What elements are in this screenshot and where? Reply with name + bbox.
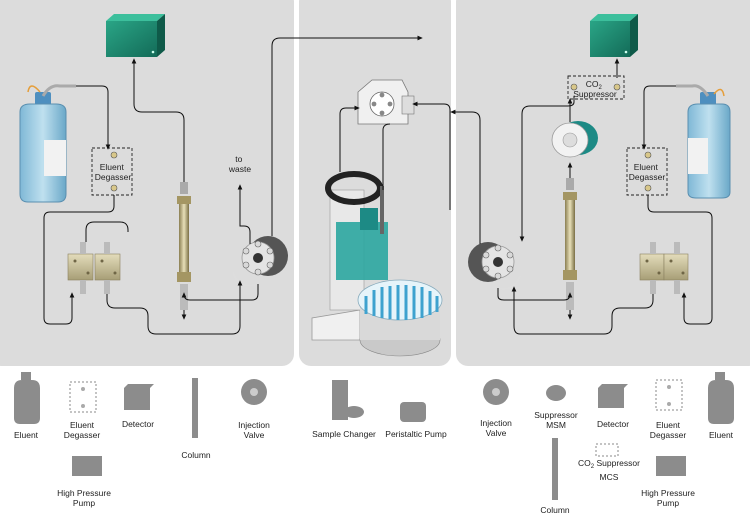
injection-valve-left [232,236,288,287]
legend-detector-right: Detector [596,419,630,429]
legend-co2-suppressor-icon [595,443,619,457]
legend-column-right: Column [540,505,570,515]
sample-changer [311,171,443,357]
legend-suppressor-msm-icon [546,385,566,401]
legend-column-icon-left [192,378,198,438]
legend-eluent-icon-right [708,380,734,424]
co2-suppressor-label: CO2 Suppressor [573,79,617,99]
legend-column-icon-right [552,438,558,500]
eluent-bottle-left [19,84,76,203]
legend-sample-changer: Sample Changer [312,429,376,439]
legend-detector-icon-right [598,384,628,388]
left-flow-lines [43,35,423,335]
legend-degasser-icon-left [69,381,97,413]
high-pressure-pump-right [639,242,689,294]
legend-hp-pump-icon-right [656,456,686,476]
legend-degasser-icon-right [655,379,683,411]
eluent-bottle-right [676,84,731,199]
legend-eluent-right: Eluent [708,430,734,440]
high-pressure-pump-left [67,242,121,294]
eluent-degasser-left [91,147,133,196]
co2-suppressor [567,75,625,100]
legend-sample-changer-icon [332,380,348,420]
legend-icons [14,372,734,500]
eluent-degasser-right [626,147,668,196]
legend-peristaltic-pump-icon [400,402,426,422]
right-flow-lines [450,58,713,335]
legend-detector-icon-left [124,384,154,388]
legend-eluent-icon-left [14,380,40,424]
legend-peristaltic-pump: Peristaltic Pump [385,429,447,439]
suppressor-msm [551,121,598,158]
eluent-degasser-right-label: Eluent Degasser [629,162,666,182]
peristaltic-pump [357,79,415,125]
eluent-degasser-left-label: Eluent Degasser [95,162,132,182]
legend-hp-pump-icon-left [72,456,102,476]
legend-column-left: Column [181,450,211,460]
center-flow-lines [339,101,451,210]
legend-detector-left: Detector [121,419,155,429]
detector-left [106,14,165,57]
injection-valve-right [468,242,521,290]
legend-eluent-left: Eluent [13,430,39,440]
detector-right [590,14,638,57]
to-waste-label: to waste [228,154,251,174]
